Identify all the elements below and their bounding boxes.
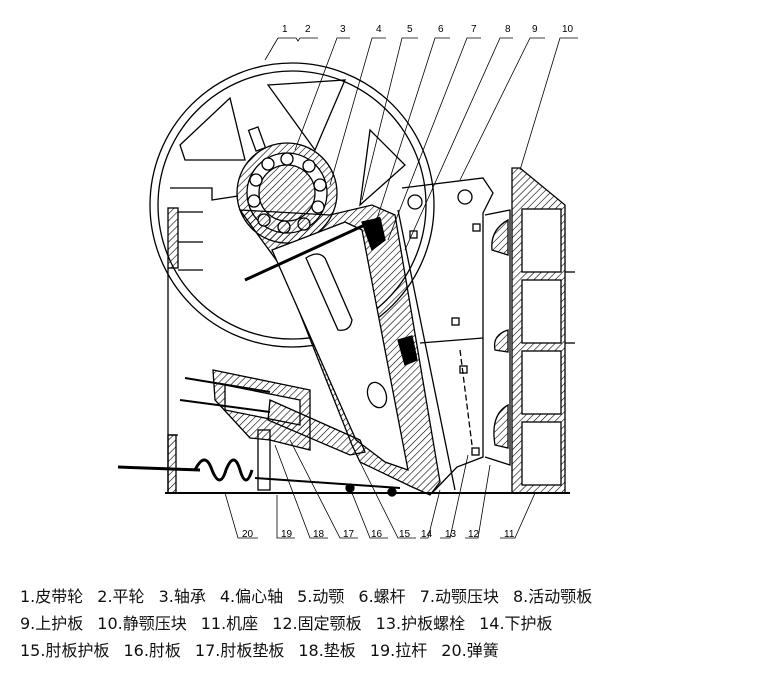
parts-legend: 1.皮带轮 2.平轮 3.轴承 4.偏心轴 5.动颚 6.螺杆 7.动颚压块 8.活动颚板 9… [20,583,606,664]
legend-item: 6.螺杆 [358,587,406,606]
callout-15: 15 [399,529,411,540]
callout-2: 2 [305,24,311,35]
legend-item: 13.护板螺栓 [375,614,466,633]
callout-11: 11 [504,529,515,540]
callout-7: 7 [471,24,477,35]
callout-12: 12 [468,529,480,540]
legend-item: 15.肘板护板 [20,641,110,660]
legend-item: 16.肘板 [123,641,181,660]
legend-item: 8.活动颚板 [512,587,593,606]
legend-item: 2.平轮 [97,587,145,606]
callout-17: 17 [343,529,355,540]
legend-item: 5.动颚 [297,587,345,606]
legend-item: 1.皮带轮 [20,587,84,606]
callout-14: 14 [421,529,433,540]
legend-item: 12.固定颚板 [272,614,362,633]
callout-20: 20 [242,529,254,540]
legend-item: 18.垫板 [298,641,356,660]
legend-item: 4.偏心轴 [219,587,284,606]
legend-row: 15.肘板护板 16.肘板 17.肘板垫板 18.垫板 19.拉杆 20.弹簧 [20,637,606,664]
legend-item: 19.拉杆 [369,641,428,660]
callout-16: 16 [371,529,383,540]
callout-1: 1 [282,24,288,35]
legend-row: 9.上护板 10.静颚压块 11.机座 12.固定颚板 13.护板螺栓 14.下护板 [20,610,606,637]
moving-jaw [238,204,441,496]
legend-item: 7.动颚压块 [419,587,499,606]
legend-item: 17.肘板垫板 [194,641,285,660]
legend-item: 3.轴承 [158,587,206,606]
callout-6: 6 [438,24,444,35]
callout-9: 9 [532,24,538,35]
legend-item: 14.下护板 [479,614,553,633]
legend-item: 9.上护板 [20,614,84,633]
callout-5: 5 [407,24,413,35]
callout-3: 3 [340,24,346,35]
callout-19: 19 [281,529,293,540]
callout-10: 10 [562,24,574,35]
toggle-assembly [117,369,401,497]
jaw-crusher-drawing: 1 2 3 4 5 6 7 8 9 10 20 19 18 17 16 15 1… [117,24,578,540]
bottom-callouts: 20 19 18 17 16 15 14 13 12 11 [224,439,536,540]
frame-box [484,167,575,494]
callout-18: 18 [313,529,325,540]
legend-item: 10.静颚压块 [97,614,187,633]
callout-13: 13 [445,529,457,540]
callout-8: 8 [505,24,511,35]
legend-item: 11.机座 [200,614,259,633]
fixed-jaw-plate [397,177,494,494]
machine-frame [165,187,570,494]
legend-row: 1.皮带轮 2.平轮 3.轴承 4.偏心轴 5.动颚 6.螺杆 7.动颚压块 8.活动颚板 [20,583,606,610]
top-callouts: 1 2 3 4 5 6 7 8 9 10 [264,24,578,251]
flywheel [149,62,435,348]
callout-4: 4 [376,24,382,35]
legend-item: 20.弹簧 [441,641,499,660]
